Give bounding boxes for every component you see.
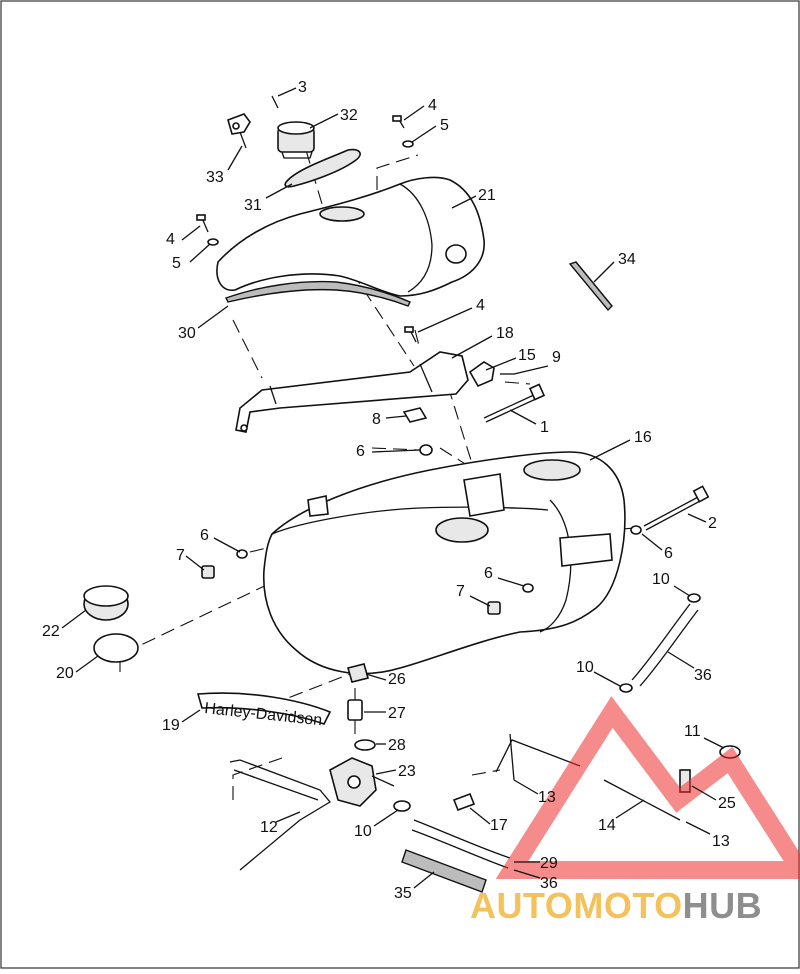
callout-33: 33 <box>206 169 224 186</box>
tank-console-21 <box>216 176 485 297</box>
callout-12: 12 <box>260 819 278 836</box>
callout-34: 34 <box>618 251 636 268</box>
clamp-10 <box>687 593 701 603</box>
callout-22: 22 <box>42 623 60 640</box>
clamp-10 <box>619 683 633 693</box>
clip-15 <box>468 361 495 388</box>
seal-20 <box>93 633 139 663</box>
callout-10-low: 10 <box>354 823 372 840</box>
callout-30: 30 <box>178 325 196 342</box>
callout-36-right: 36 <box>694 667 712 684</box>
callout-16: 16 <box>634 429 652 446</box>
callout-17: 17 <box>490 817 508 834</box>
callouts: 3 32 33 31 4 5 21 4 5 30 34 4 18 15 9 8 … <box>42 79 736 902</box>
callout-8: 8 <box>372 411 381 428</box>
callout-23: 23 <box>398 763 416 780</box>
callout-20: 20 <box>56 665 74 682</box>
callout-28: 28 <box>388 737 406 754</box>
callout-11: 11 <box>684 723 701 740</box>
bushing-27 <box>347 699 363 721</box>
watermark-triangle <box>495 696 800 879</box>
callout-2: 2 <box>708 515 717 532</box>
callout-26: 26 <box>388 671 406 688</box>
callout-27: 27 <box>388 705 406 722</box>
callout-32: 32 <box>340 107 358 124</box>
watermark-part2: HUB <box>683 885 763 926</box>
screws-and-washers <box>196 115 417 343</box>
fuel-tank-16 <box>262 451 626 675</box>
callout-29: 29 <box>540 855 558 872</box>
callout-4-top: 4 <box>428 97 437 114</box>
crossover-tube-13 <box>495 733 681 821</box>
callout-13-right: 13 <box>712 833 730 850</box>
clip-8 <box>402 407 428 423</box>
washer-6 <box>522 583 534 593</box>
callout-4-left: 4 <box>166 231 175 248</box>
callout-19: 19 <box>162 717 180 734</box>
callout-25: 25 <box>718 795 736 812</box>
callout-3: 3 <box>298 79 307 96</box>
callout-6-mid: 6 <box>356 443 365 460</box>
callout-15: 15 <box>518 347 536 364</box>
gasket-31 <box>284 148 361 188</box>
callout-14: 14 <box>598 817 616 834</box>
washer-6 <box>419 444 433 456</box>
sensor-33 <box>227 113 251 149</box>
fuel-valve-23 <box>329 757 395 807</box>
callout-10-mid: 10 <box>576 659 594 676</box>
bracket-18 <box>235 351 469 433</box>
bolt-2 <box>643 485 710 531</box>
fuel-gauge-32 <box>277 121 315 159</box>
callout-5-left: 5 <box>172 255 181 272</box>
callout-7-left: 7 <box>176 547 185 564</box>
callout-18: 18 <box>496 325 514 342</box>
callout-9: 9 <box>552 349 561 366</box>
svg-text:AUTOMOTOHUB: AUTOMOTOHUB <box>470 885 762 926</box>
callout-21: 21 <box>478 187 496 204</box>
trim-strip-30 <box>225 280 411 307</box>
watermark-part1: AUTOMOTO <box>470 885 683 926</box>
bolt-1 <box>483 383 546 423</box>
strap-34 <box>568 261 613 312</box>
callout-10-right: 10 <box>652 571 670 588</box>
fitting-17 <box>452 792 476 812</box>
callout-5-top: 5 <box>440 117 449 134</box>
o-ring-28 <box>354 739 376 751</box>
callout-13-mid: 13 <box>538 789 556 806</box>
nut-7 <box>201 565 215 579</box>
callout-6-right: 6 <box>664 545 673 562</box>
callout-7-low: 7 <box>456 583 465 600</box>
callout-35: 35 <box>394 885 412 902</box>
fuel-cap-22 <box>83 585 129 621</box>
washer-6 <box>630 525 642 535</box>
callout-4-mid: 4 <box>476 297 485 314</box>
callout-1: 1 <box>540 419 549 436</box>
callout-6-low: 6 <box>484 565 493 582</box>
fuel-line-12 <box>229 759 331 871</box>
badge-19: Harley-Davidson <box>196 692 332 729</box>
callout-6-left: 6 <box>200 527 209 544</box>
screw-3 <box>271 95 279 109</box>
watermark-logo: AUTOMOTOHUB <box>470 696 800 926</box>
spring-35 <box>401 849 487 893</box>
hose-29 <box>413 819 511 859</box>
hose-36 <box>631 603 691 681</box>
callout-31: 31 <box>244 197 262 214</box>
fitting-26 <box>347 663 369 683</box>
nut-7 <box>487 601 501 615</box>
clamp-10 <box>393 800 411 812</box>
callout-36-low: 36 <box>540 875 558 892</box>
